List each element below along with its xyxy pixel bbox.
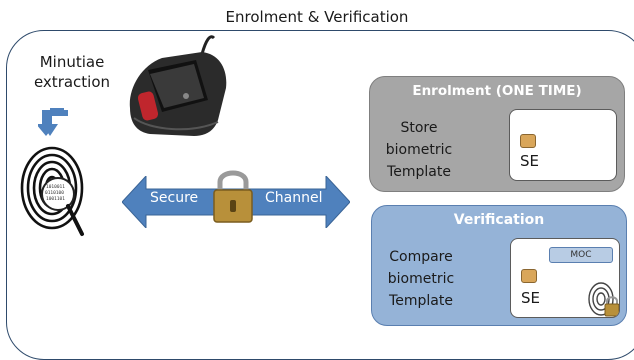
fingerprint-reader-icon — [129, 35, 227, 136]
svg-text:1010011: 1010011 — [46, 184, 65, 190]
enrolment-text-line-3: Template — [387, 164, 451, 180]
down-left-arrow-icon — [38, 108, 68, 136]
smartcard-chip-icon — [520, 134, 536, 148]
verification-heading: Verification — [453, 212, 545, 228]
svg-text:1001101: 1001101 — [46, 196, 65, 202]
enrolment-se-label: SE — [520, 152, 539, 170]
smartcard-chip-icon — [521, 269, 537, 283]
minutiae-label-line-1: Minutiae — [39, 53, 105, 71]
enrolment-text: Store biometric Template — [376, 117, 462, 183]
fingerprint-magnifier-icon: 1010011 0110100 1001101 — [20, 146, 84, 236]
enrolment-text-line-2: biometric — [385, 142, 453, 158]
padlock-icon — [213, 170, 253, 223]
channel-label-channel: Channel — [265, 190, 323, 206]
minutiae-label: Minutiae extraction — [24, 52, 120, 92]
diagram-title: Enrolment & Verification — [225, 8, 409, 26]
enrolment-text-line-1: Store — [400, 120, 438, 136]
verification-se-label: SE — [521, 289, 540, 307]
minutiae-label-line-2: extraction — [33, 73, 111, 91]
enrolment-panel: Enrolment (ONE TIME) Store biometric Tem… — [369, 76, 625, 192]
enrolment-smartcard: SE — [509, 109, 617, 181]
verification-smartcard: MOC SE — [510, 238, 620, 318]
verification-text: Compare biometric Template — [378, 246, 464, 312]
verification-panel: Verification Compare biometric Template … — [371, 205, 627, 326]
verification-text-line-2: biometric — [387, 271, 455, 287]
verification-text-line-3: Template — [389, 293, 453, 309]
verification-text-line-1: Compare — [389, 249, 453, 265]
channel-label-secure: Secure — [150, 190, 199, 206]
mini-fingerprint-lock-icon — [588, 282, 619, 317]
svg-text:0110100: 0110100 — [45, 190, 64, 196]
enrolment-heading: Enrolment (ONE TIME) — [412, 83, 582, 99]
moc-badge: MOC — [549, 247, 613, 263]
